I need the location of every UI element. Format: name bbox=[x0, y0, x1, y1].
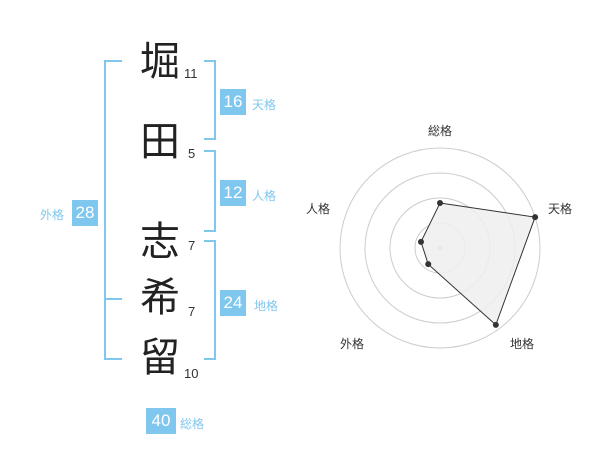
radar-ring-4 bbox=[339, 147, 541, 349]
radar-point-2 bbox=[532, 214, 539, 221]
name-char-1: 堀 bbox=[140, 39, 180, 85]
radar-point-5 bbox=[417, 238, 424, 245]
jinkaku-bracket bbox=[214, 150, 216, 232]
gaikaku-score: 28 bbox=[72, 200, 98, 226]
radar-point-1 bbox=[437, 200, 443, 206]
gaikaku-bracket bbox=[104, 60, 106, 360]
gaikaku-bracket-mid bbox=[104, 298, 122, 300]
stroke-count-1: 11 bbox=[184, 66, 198, 81]
tenkaku-bracket-bottom bbox=[204, 138, 216, 140]
gaikaku-label: 外格 bbox=[40, 208, 65, 222]
radar-axis-label-gaikaku: 外格 bbox=[340, 337, 365, 351]
chikaku-bracket-bottom bbox=[204, 358, 216, 360]
tenkaku-bracket-top bbox=[204, 60, 216, 62]
radar-point-4 bbox=[425, 261, 432, 268]
stroke-count-2: 5 bbox=[188, 146, 196, 161]
gaikaku-bracket-bottom bbox=[104, 358, 122, 360]
radar-axis-label-soukaku: 総格 bbox=[428, 124, 453, 138]
radar-axis-label-jinkaku: 人格 bbox=[306, 202, 331, 216]
name-char-5: 留 bbox=[140, 335, 180, 381]
chikaku-bracket-top bbox=[204, 240, 216, 242]
radar-polygon bbox=[420, 202, 536, 326]
name-char-4: 希 bbox=[140, 275, 180, 321]
tenkaku-bracket bbox=[214, 60, 216, 140]
stroke-count-5: 10 bbox=[184, 366, 199, 381]
name-char-3: 志 bbox=[140, 219, 180, 265]
gaikaku-bracket-top bbox=[104, 60, 122, 62]
stroke-count-4: 7 bbox=[188, 304, 196, 319]
tenkaku-label: 天格 bbox=[252, 98, 277, 112]
soukaku-label: 総格 bbox=[180, 417, 205, 431]
soukaku-score: 40 bbox=[146, 408, 176, 434]
radar-point-3 bbox=[492, 321, 499, 328]
chikaku-label: 地格 bbox=[254, 299, 279, 313]
name-char-2: 田 bbox=[140, 119, 180, 165]
tenkaku-score: 16 bbox=[220, 89, 246, 115]
chikaku-score: 24 bbox=[220, 290, 246, 316]
radar-axis-label-tenkaku: 天格 bbox=[548, 202, 573, 216]
radar-axis-label-chikaku: 地格 bbox=[510, 337, 535, 351]
chikaku-bracket bbox=[214, 240, 216, 360]
stroke-count-3: 7 bbox=[188, 238, 196, 253]
jinkaku-bracket-bottom bbox=[204, 230, 216, 232]
jinkaku-label: 人格 bbox=[252, 189, 277, 203]
jinkaku-score: 12 bbox=[220, 180, 246, 206]
jinkaku-bracket-top bbox=[204, 150, 216, 152]
